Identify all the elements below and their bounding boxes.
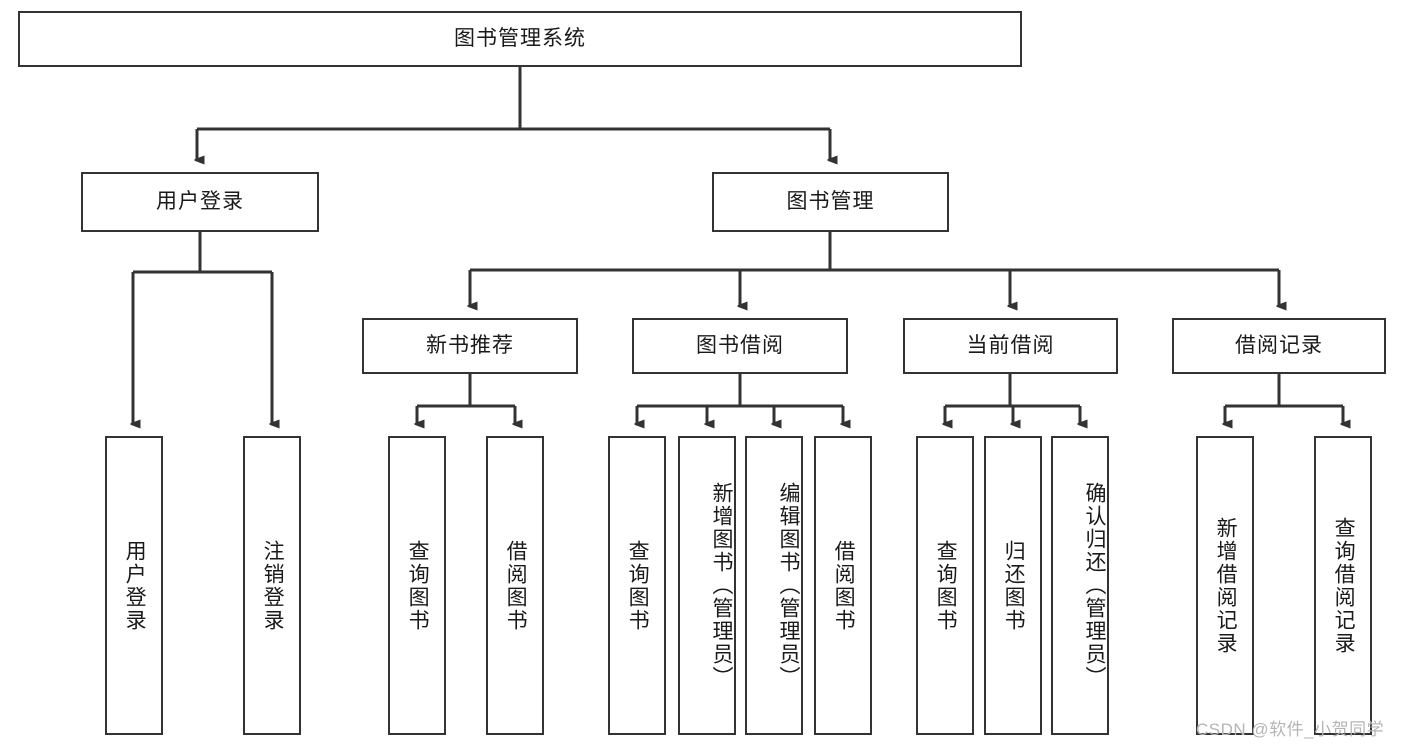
leaf-add-book[interactable]: 新增图书（管理员）: [678, 436, 736, 735]
leaf-add-borrow-record[interactable]: 新增借阅记录: [1196, 436, 1254, 735]
leaf-add-book-label: 新增图书（管理员）: [710, 482, 733, 689]
leaf-edit-book[interactable]: 编辑图书（管理员）: [745, 436, 803, 735]
leaf-query-book-borrow-label: 查询图书: [626, 539, 650, 632]
node-book-borrow-label: 图书借阅: [696, 334, 784, 358]
leaf-borrow-book-label: 借阅图书: [832, 539, 856, 632]
leaf-user-login[interactable]: 用户登录: [105, 436, 163, 735]
leaf-borrow-book-recommend-label: 借阅图书: [504, 539, 528, 632]
leaf-query-borrow-record-label: 查询借阅记录: [1332, 516, 1356, 655]
leaf-add-borrow-record-label: 新增借阅记录: [1214, 516, 1238, 655]
leaf-logout[interactable]: 注销登录: [243, 436, 301, 735]
node-book-borrow[interactable]: 图书借阅: [632, 318, 848, 374]
node-root[interactable]: 图书管理系统: [18, 11, 1022, 67]
leaf-return-book-label: 归还图书: [1002, 539, 1026, 632]
node-current-borrow-label: 当前借阅: [966, 334, 1055, 358]
leaf-logout-label: 注销登录: [261, 539, 285, 632]
leaf-borrow-book-recommend[interactable]: 借阅图书: [486, 436, 544, 735]
node-current-borrow[interactable]: 当前借阅: [903, 318, 1118, 374]
leaf-borrow-book[interactable]: 借阅图书: [814, 436, 872, 735]
leaf-confirm-return-label: 确认归还（管理员）: [1083, 482, 1106, 689]
node-user-login-label: 用户登录: [156, 190, 244, 214]
node-new-book-recommend[interactable]: 新书推荐: [362, 318, 578, 374]
leaf-query-book-recommend[interactable]: 查询图书: [388, 436, 446, 735]
leaf-query-book-current[interactable]: 查询图书: [916, 436, 974, 735]
leaf-confirm-return[interactable]: 确认归还（管理员）: [1051, 436, 1109, 735]
leaf-edit-book-label: 编辑图书（管理员）: [777, 482, 800, 689]
node-book-management[interactable]: 图书管理: [712, 172, 949, 232]
leaf-query-book-recommend-label: 查询图书: [406, 539, 430, 632]
leaf-return-book[interactable]: 归还图书: [984, 436, 1042, 735]
node-user-login[interactable]: 用户登录: [81, 172, 319, 232]
leaf-user-login-label: 用户登录: [123, 539, 147, 632]
leaf-query-borrow-record[interactable]: 查询借阅记录: [1314, 436, 1372, 735]
node-borrow-record[interactable]: 借阅记录: [1172, 318, 1386, 374]
node-borrow-record-label: 借阅记录: [1235, 334, 1323, 358]
leaf-query-book-current-label: 查询图书: [934, 539, 958, 632]
leaf-query-book-borrow[interactable]: 查询图书: [608, 436, 666, 735]
csdn-watermark: CSDN @软件_小贺同学: [1196, 720, 1385, 739]
node-new-book-recommend-label: 新书推荐: [426, 334, 514, 358]
node-root-label: 图书管理系统: [454, 27, 586, 51]
node-book-management-label: 图书管理: [786, 190, 875, 214]
